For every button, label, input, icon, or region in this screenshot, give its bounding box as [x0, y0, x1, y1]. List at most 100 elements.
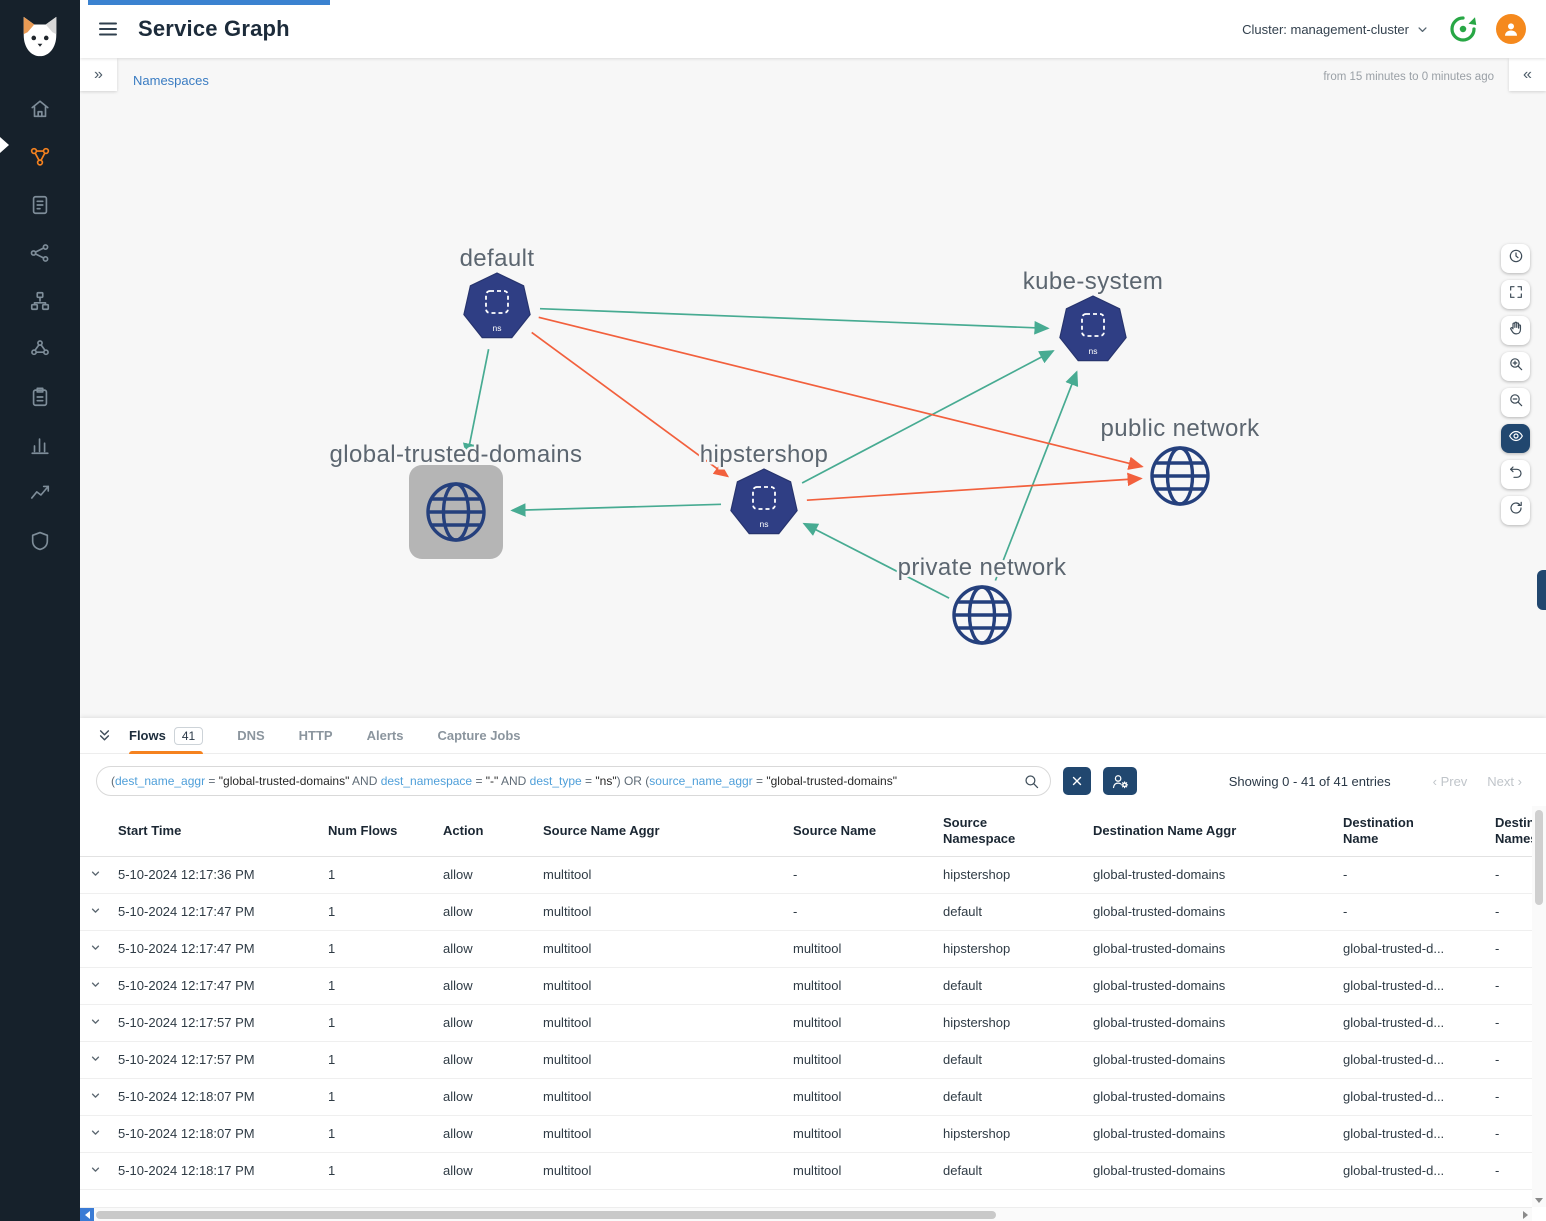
col-destination-name[interactable]: Destination Name [1335, 806, 1487, 857]
right-panel-toggle-tab[interactable] [1537, 570, 1546, 610]
col-action[interactable]: Action [435, 806, 535, 857]
user-avatar[interactable] [1496, 14, 1526, 44]
col-destination-names[interactable]: Destination Names [1487, 806, 1532, 857]
edge-hipstershop-to-public-network[interactable] [806, 472, 1143, 502]
scroll-right-button[interactable] [1518, 1208, 1532, 1221]
vertical-scrollbar[interactable] [1532, 806, 1546, 1207]
next-page-button[interactable]: Next › [1487, 773, 1522, 789]
sidebar-item-policies[interactable] [0, 183, 80, 231]
table-cell: 1 [320, 967, 435, 1005]
table-cell: - [1487, 1152, 1532, 1190]
row-expander-chevron-icon[interactable] [80, 1041, 110, 1079]
sidebar-item-home[interactable] [0, 87, 80, 135]
table-cell: global-trusted-domains [1085, 893, 1335, 931]
graph-canvas[interactable]: ns ns ns [80, 58, 1546, 718]
col-source-name-aggr[interactable]: Source Name Aggr [535, 806, 785, 857]
undo-icon [1508, 464, 1524, 485]
search-icon [1023, 773, 1040, 793]
col-destination-name-aggr[interactable]: Destination Name Aggr [1085, 806, 1335, 857]
app-header: Service Graph Cluster: management-cluste… [80, 0, 1546, 58]
row-expander-chevron-icon[interactable] [80, 1152, 110, 1190]
row-expander-chevron-icon[interactable] [80, 1004, 110, 1042]
sidebar-item-timeline[interactable] [0, 423, 80, 471]
graph-node-global-trusted-domains[interactable] [409, 465, 503, 559]
history-ring-icon[interactable] [1448, 14, 1478, 44]
cluster-selector[interactable]: Cluster: management-cluster [1242, 22, 1430, 37]
collapse-panel-button[interactable] [96, 727, 113, 744]
horizontal-scroll-thumb[interactable] [96, 1211, 997, 1219]
table-cell: 5-10-2024 12:17:47 PM [110, 930, 320, 968]
col-start-time[interactable]: Start Time [110, 806, 320, 857]
menu-button[interactable] [96, 17, 120, 41]
col-source-namespace[interactable]: Source Namespace [935, 806, 1085, 857]
vertical-scroll-thumb[interactable] [1535, 810, 1543, 905]
edge-default-to-public-network[interactable] [538, 316, 1144, 470]
edge-default-to-hipstershop[interactable] [531, 331, 730, 478]
toolbar-zoom-in-button[interactable] [1501, 352, 1530, 381]
graph-node-private-network[interactable] [952, 585, 1012, 645]
tab-http[interactable]: HTTP [299, 718, 333, 754]
graph-node-default[interactable]: ns [463, 272, 531, 339]
graph-node-public-network[interactable] [1150, 446, 1210, 506]
sidebar-item-network[interactable] [0, 279, 80, 327]
graph-node-hipstershop[interactable]: ns [730, 468, 798, 535]
prev-page-button[interactable]: ‹ Prev [1432, 773, 1468, 789]
row-expander-chevron-icon[interactable] [80, 856, 110, 894]
calico-cat-logo-icon[interactable] [17, 12, 63, 67]
toolbar-undo-button[interactable] [1501, 460, 1530, 489]
edge-private-network-to-hipstershop[interactable] [802, 522, 950, 599]
service-graph-canvas-area: ns ns ns [80, 58, 1546, 718]
col-num-flows[interactable]: Num Flows [320, 806, 435, 857]
edge-private-network-to-kube-system[interactable] [994, 370, 1079, 581]
toolbar-expand-button[interactable] [1501, 280, 1530, 309]
scroll-left-button[interactable] [80, 1208, 94, 1221]
edge-default-to-kube-system[interactable] [539, 307, 1050, 335]
row-expander-chevron-icon[interactable] [80, 893, 110, 931]
sidebar-item-clusters[interactable] [0, 327, 80, 375]
edge-default-to-global-trusted-domains[interactable] [463, 349, 490, 459]
row-expander-chevron-icon[interactable] [80, 1078, 110, 1116]
row-expander-chevron-icon[interactable] [80, 967, 110, 1005]
collapse-right-panel-button[interactable]: « [1509, 58, 1546, 91]
toolbar-zoom-out-button[interactable] [1501, 388, 1530, 417]
filter-settings-button[interactable] [1103, 767, 1137, 795]
clear-filter-button[interactable] [1063, 767, 1091, 795]
table-cell: 5-10-2024 12:17:57 PM [110, 1004, 320, 1042]
scroll-down-button[interactable] [1532, 1193, 1546, 1207]
toolbar-clock-button[interactable] [1501, 244, 1530, 273]
endpoints-icon [29, 242, 51, 269]
toolbar-refresh-button[interactable] [1501, 496, 1530, 525]
col-source-name[interactable]: Source Name [785, 806, 935, 857]
toolbar-hand-button[interactable] [1501, 316, 1530, 345]
table-cell: 5-10-2024 12:18:07 PM [110, 1115, 320, 1153]
sidebar-item-dashboards[interactable] [0, 471, 80, 519]
tab-capture-jobs[interactable]: Capture Jobs [437, 718, 520, 754]
tab-alerts[interactable]: Alerts [367, 718, 404, 754]
sidebar-item-service-graph[interactable] [0, 135, 80, 183]
horizontal-scrollbar[interactable] [80, 1207, 1532, 1221]
row-expander-chevron-icon[interactable] [80, 1115, 110, 1153]
graph-node-kube-system[interactable]: ns [1059, 295, 1127, 362]
sidebar-item-endpoints[interactable] [0, 231, 80, 279]
sidebar-item-threat-defense[interactable] [0, 519, 80, 567]
breadcrumb-namespaces[interactable]: Namespaces [133, 73, 209, 88]
filter-query-input[interactable]: (dest_name_aggr = "global-trusted-domain… [96, 766, 1051, 796]
sidebar-item-compliance[interactable] [0, 375, 80, 423]
edge-hipstershop-to-global-trusted-domains[interactable] [510, 503, 722, 517]
toolbar-eye-button[interactable] [1501, 424, 1530, 453]
clusters-icon [29, 338, 51, 365]
row-expander-chevron-icon[interactable] [80, 930, 110, 968]
expand-left-panel-button[interactable]: » [80, 58, 117, 91]
tab-dns[interactable]: DNS [237, 718, 264, 754]
edge-hipstershop-to-kube-system[interactable] [801, 350, 1055, 484]
